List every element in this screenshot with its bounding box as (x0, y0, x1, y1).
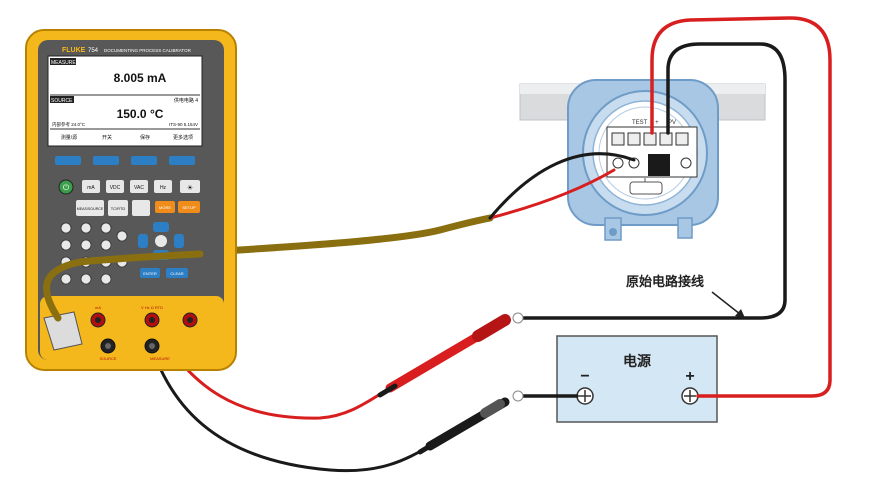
power-supply-label: 电源 (623, 353, 651, 369)
arrow-right-button[interactable] (174, 234, 184, 248)
calibrator-subtitle: DOCUMENTING PROCESS CALIBRATOR (104, 48, 192, 53)
screen-source-value: 150.0 °C (117, 107, 164, 121)
softkey-1-button[interactable] (55, 156, 81, 165)
input-jacks (90, 312, 198, 354)
ma-button-label: mA (87, 185, 95, 191)
brand-label: FLUKE (62, 47, 86, 54)
calibrator: FLUKE 754 DOCUMENTING PROCESS CALIBRATOR… (25, 29, 237, 371)
vdc-button[interactable] (106, 180, 124, 193)
softkey-label-2: 开关 (102, 134, 112, 141)
more-button[interactable] (155, 201, 175, 213)
arrow-left-button[interactable] (138, 234, 148, 248)
vac-button-label: VAC (134, 185, 144, 191)
power-supply: 电源 − + (556, 335, 718, 423)
ma-button[interactable] (82, 180, 100, 193)
loop-cable-overlay (42, 250, 204, 322)
jack-source-label: SOURCE (99, 356, 116, 361)
setup-button[interactable] (178, 201, 200, 213)
screen-measure-value: 8.005 mA (114, 71, 167, 85)
select-button[interactable] (155, 235, 167, 247)
original-loop-wires (518, 16, 832, 398)
setup-button-label: SETUP (182, 205, 196, 210)
vac-button[interactable] (130, 180, 148, 193)
screen-source-status: 供电电路 4 (174, 97, 198, 104)
terminal-pm-label: − + (650, 120, 659, 126)
jack-vhz-label: V Hz Ω RTD (141, 305, 163, 310)
screen-info-left: 内部参考 24.0°C (52, 121, 86, 128)
power-button[interactable] (58, 179, 74, 195)
light-button[interactable] (180, 180, 200, 193)
enter-button[interactable] (140, 268, 160, 278)
softkey-label-3: 保存 (140, 134, 150, 141)
enter-button-label: ENTER (143, 271, 157, 276)
original-wiring-callout: 原始电路接线 (626, 274, 746, 319)
svg-text:☀: ☀ (187, 184, 193, 192)
screen-info-right: ITS-90 5.154V (169, 122, 198, 127)
softkey-buttons[interactable] (55, 156, 195, 165)
model-label: 754 (88, 48, 99, 54)
clear-button-label: CLEAR (170, 271, 183, 276)
clear-button[interactable] (166, 268, 188, 278)
cable-plug (43, 311, 83, 351)
measure-source-button-label: MEAS/SOURCE (77, 207, 104, 211)
power-plus-label: + (685, 368, 694, 385)
terminal-pv-label: PV (668, 120, 676, 126)
svg-text:⏻: ⏻ (63, 183, 70, 192)
jack-ma-label: mA (95, 305, 101, 310)
softkey-label-4: 更多选项 (173, 134, 193, 141)
measure-source-button[interactable] (76, 200, 104, 216)
hz-button-label: Hz (160, 185, 167, 191)
screen-source-label: SOURCE (51, 98, 73, 104)
terminal-screws (611, 132, 692, 176)
power-minus-label: − (580, 368, 589, 385)
screen-measure-label: MEASURE (51, 60, 76, 66)
vdc-button-label: VDC (110, 185, 121, 191)
transmitter: TEST − + PV (567, 79, 719, 241)
softkey-2-button[interactable] (93, 156, 119, 165)
ramp-button[interactable] (132, 200, 150, 216)
softkey-3-button[interactable] (131, 156, 157, 165)
softkey-label-1: 测量/源 (61, 134, 77, 141)
tc-rtd-button-label: TC/RTD (111, 206, 126, 211)
hz-button[interactable] (154, 180, 172, 193)
terminal-test-label: TEST (632, 120, 648, 126)
original-wiring-label: 原始电路接线 (626, 274, 704, 289)
jack-measure-label: MEASURE (150, 356, 170, 361)
screen-softkey-labels: 测量/源 开关 保存 更多选项 (61, 134, 193, 141)
tc-rtd-button[interactable] (108, 200, 128, 216)
arrow-up-button[interactable] (153, 222, 169, 232)
softkey-4-button[interactable] (169, 156, 195, 165)
more-button-label: MORE (159, 205, 171, 210)
